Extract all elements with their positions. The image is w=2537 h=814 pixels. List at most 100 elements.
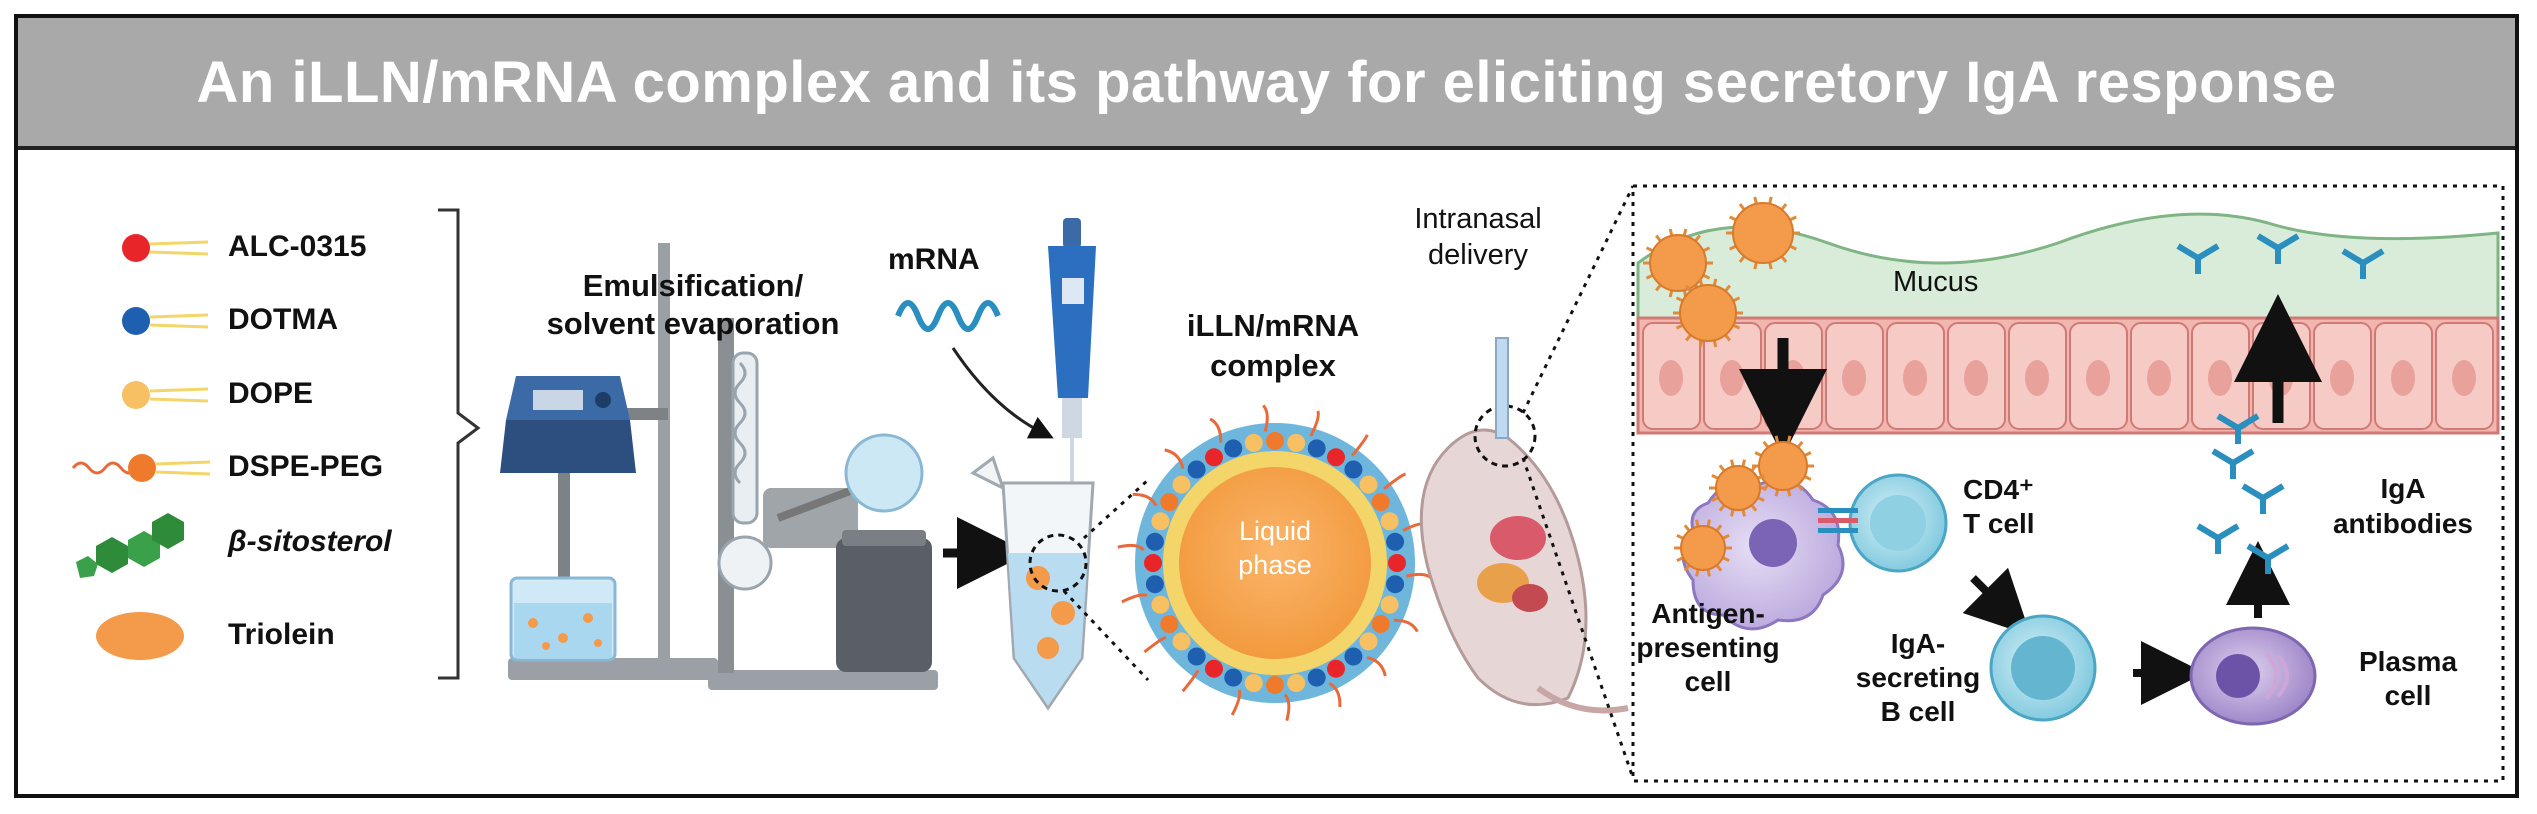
lipid-head-mark [1287, 674, 1306, 693]
peg-chain-mark [1393, 618, 1419, 633]
component-label-2: DOPE [228, 377, 314, 410]
iga-antibody-icon [2246, 543, 2290, 574]
bcell-label-line2: secreting [1855, 662, 1981, 693]
mrna-wave-icon [895, 300, 1001, 332]
diagram-canvas [71, 184, 2505, 783]
cell-nucleus [2391, 360, 2415, 396]
lipid-head-mark [1224, 668, 1243, 687]
iga-antibody-icon [2196, 523, 2240, 554]
spiky-nanoparticle [1726, 196, 1800, 270]
cell-nucleus [2025, 360, 2049, 396]
title-bar: An iLLN/mRNA complex and its pathway for… [18, 18, 2515, 150]
lipid-head-mark [1380, 595, 1399, 614]
apc-label-line1: Antigen- [1651, 598, 1765, 629]
delivery-label-line1: Intranasal [1414, 203, 1542, 235]
lipid-head-mark [1371, 493, 1390, 511]
zoom-line-top [1082, 478, 1150, 540]
iga-antibody-icon [2341, 248, 2385, 279]
peg-chain-mark [1350, 434, 1369, 457]
homogenizer-icon [500, 243, 718, 680]
cd4-label-line1: CD4⁺ [1963, 474, 2034, 505]
lipid-head-mark [1187, 647, 1206, 666]
pipette-icon [1048, 218, 1096, 488]
lipid-head-mark [1344, 460, 1363, 479]
lipid-head-mark [1145, 575, 1164, 594]
lipid-head-mark [1224, 439, 1243, 458]
lipid-head-mark [1151, 512, 1170, 531]
spiky-nanoparticle [1752, 435, 1814, 497]
component-label-4: β-sitosterol [228, 525, 392, 558]
iga-label-line1: IgA [2380, 473, 2426, 504]
lipid-head-mark [1266, 676, 1284, 694]
spiky-nanoparticle [1673, 278, 1743, 348]
complex-label-line2: complex [1210, 348, 1336, 383]
spiky-nanoparticle [1674, 519, 1732, 577]
cell-nucleus [1842, 360, 1866, 396]
mucus-label: Mucus [1893, 266, 1979, 298]
curved-arrow-icon [951, 347, 1054, 439]
lipid-head-mark [1344, 647, 1363, 666]
peg-chain-mark [1164, 448, 1185, 469]
component-label-1: DOTMA [228, 303, 338, 336]
cell-nucleus [2208, 360, 2232, 396]
zoom-line-panel-bottom [1521, 457, 1635, 779]
lipid-head-mark [1371, 615, 1390, 633]
peg-chain-mark [1366, 656, 1387, 677]
lipid-head-mark [1160, 493, 1179, 511]
rotary-evaporator-icon [708, 318, 938, 690]
antibody-icons [2176, 233, 2385, 574]
peg-chain-mark [1117, 543, 1145, 551]
lipid-head-mark [1386, 575, 1405, 594]
delivery-label-line2: delivery [1428, 239, 1528, 271]
cell-nucleus [1964, 360, 1988, 396]
iga-antibody-icon [2256, 233, 2300, 264]
figure-title: An iLLN/mRNA complex and its pathway for… [196, 49, 2337, 115]
legend-icons [71, 234, 211, 660]
lipid-head-mark [1327, 448, 1345, 467]
lipid-head-mark [1388, 554, 1406, 572]
peg-chain-mark [1132, 492, 1158, 507]
mouse-icon [1419, 337, 1629, 714]
lipid-head-mark [1145, 532, 1164, 551]
tube-icon [970, 455, 1095, 711]
lipid-head-mark [1160, 615, 1179, 633]
complex-label-line1: iLLN/mRNA [1186, 308, 1360, 343]
lipid-head-mark [1144, 554, 1162, 572]
zoom-line-panel-top [1521, 185, 1635, 414]
process-step-line2: solvent evaporation [546, 306, 840, 341]
arrow-t-to-b [1962, 567, 2031, 636]
peg-chain-mark [1309, 410, 1320, 437]
lipid-head-mark [1151, 595, 1170, 614]
lipid-red-icon [122, 234, 209, 262]
t-cell-icon [1818, 473, 1948, 573]
lipid-blue-icon [122, 307, 209, 335]
lipid-head-mark [1380, 512, 1399, 531]
lipid-head-mark [1266, 432, 1284, 450]
process-step-line1: Emulsification/ [582, 268, 804, 303]
peg-chain-mark [1121, 593, 1148, 604]
cell-nucleus [2147, 360, 2171, 396]
cell-nucleus [2086, 360, 2110, 396]
cd4-label-line2: T cell [1963, 508, 2035, 539]
cell-nucleus [2452, 360, 2476, 396]
peg-chain-mark [1262, 404, 1269, 432]
apc-label-line3: cell [1684, 666, 1732, 697]
iga-antibody-icon [2176, 243, 2220, 274]
bcell-label-line3: B cell [1880, 696, 1956, 727]
component-label-0: ALC-0315 [228, 230, 367, 263]
peg-chain-mark [1328, 681, 1342, 708]
lipid-peg-icon [71, 454, 211, 482]
lipid-head-mark [1205, 448, 1223, 467]
mrna-label: mRNA [888, 243, 980, 276]
apc-label-line2: presenting [1636, 632, 1780, 663]
core-label-line2: phase [1238, 550, 1312, 580]
lipid-head-mark [1307, 668, 1326, 687]
spiky-nanoparticle [1643, 228, 1713, 298]
component-label-5: Triolein [228, 618, 335, 651]
iga-antibody-icon [2216, 413, 2260, 444]
lipid-head-mark [1244, 433, 1263, 452]
cell-nucleus [1720, 360, 1744, 396]
cell-nucleus [1659, 360, 1683, 396]
lipid-head-mark [1327, 659, 1345, 678]
peg-chain-mark [1283, 693, 1291, 721]
